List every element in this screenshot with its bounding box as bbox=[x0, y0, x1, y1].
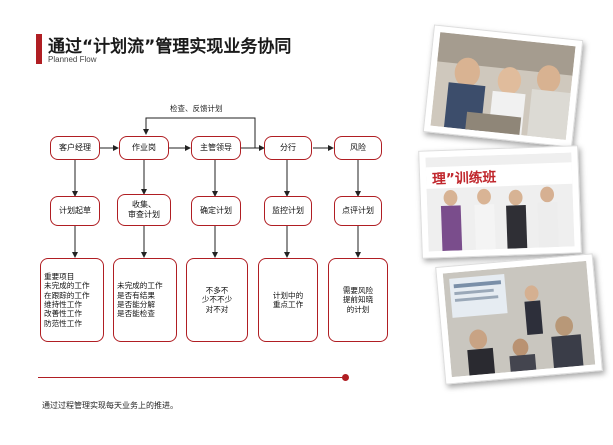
node-confirm-plan: 确定计划 bbox=[191, 196, 241, 226]
photo-classroom bbox=[435, 253, 603, 385]
banner-text: 理”训练班 bbox=[432, 169, 497, 188]
page-subtitle: Planned Flow bbox=[48, 55, 97, 64]
photo-trainers: 理”训练班 bbox=[418, 145, 582, 259]
node-collect-review: 收集、 审查计划 bbox=[117, 194, 171, 226]
title-accent-bar bbox=[36, 34, 42, 64]
footer-divider-dot bbox=[342, 374, 349, 381]
node-plan-draft: 计划起草 bbox=[50, 196, 100, 226]
node-risk: 风险 bbox=[334, 136, 382, 160]
node-customer-manager: 客户经理 bbox=[50, 136, 100, 160]
detail-branch: 计划中的 重点工作 bbox=[258, 258, 318, 342]
feedback-loop bbox=[143, 117, 256, 148]
node-monitor-plan: 监控计划 bbox=[264, 196, 312, 226]
footer-divider bbox=[38, 377, 346, 379]
footer-text: 通过过程管理实现每天业务上的推进。 bbox=[42, 401, 178, 410]
node-supervisor: 主管领导 bbox=[191, 136, 241, 160]
node-operation-post: 作业岗 bbox=[119, 136, 169, 160]
detail-risk: 需要风险 提前知晓 的计划 bbox=[328, 258, 388, 342]
feedback-label: 检查、反馈计划 bbox=[170, 104, 223, 113]
node-branch: 分行 bbox=[264, 136, 312, 160]
photo-audience bbox=[422, 24, 584, 148]
page-title: 通过“计划流”管理实现业务协同 bbox=[48, 37, 292, 57]
node-review-plan: 点评计划 bbox=[334, 196, 382, 226]
detail-supervisor: 不多不 少不不少 对不对 bbox=[186, 258, 248, 342]
detail-customer-manager: 重要项目 未完成的工作 在跟踪的工作 维持性工作 改善性工作 防范性工作 bbox=[40, 258, 104, 342]
detail-operation-post: 未完成的工作 是否有结果 是否能分解 是否能检查 bbox=[113, 258, 177, 342]
